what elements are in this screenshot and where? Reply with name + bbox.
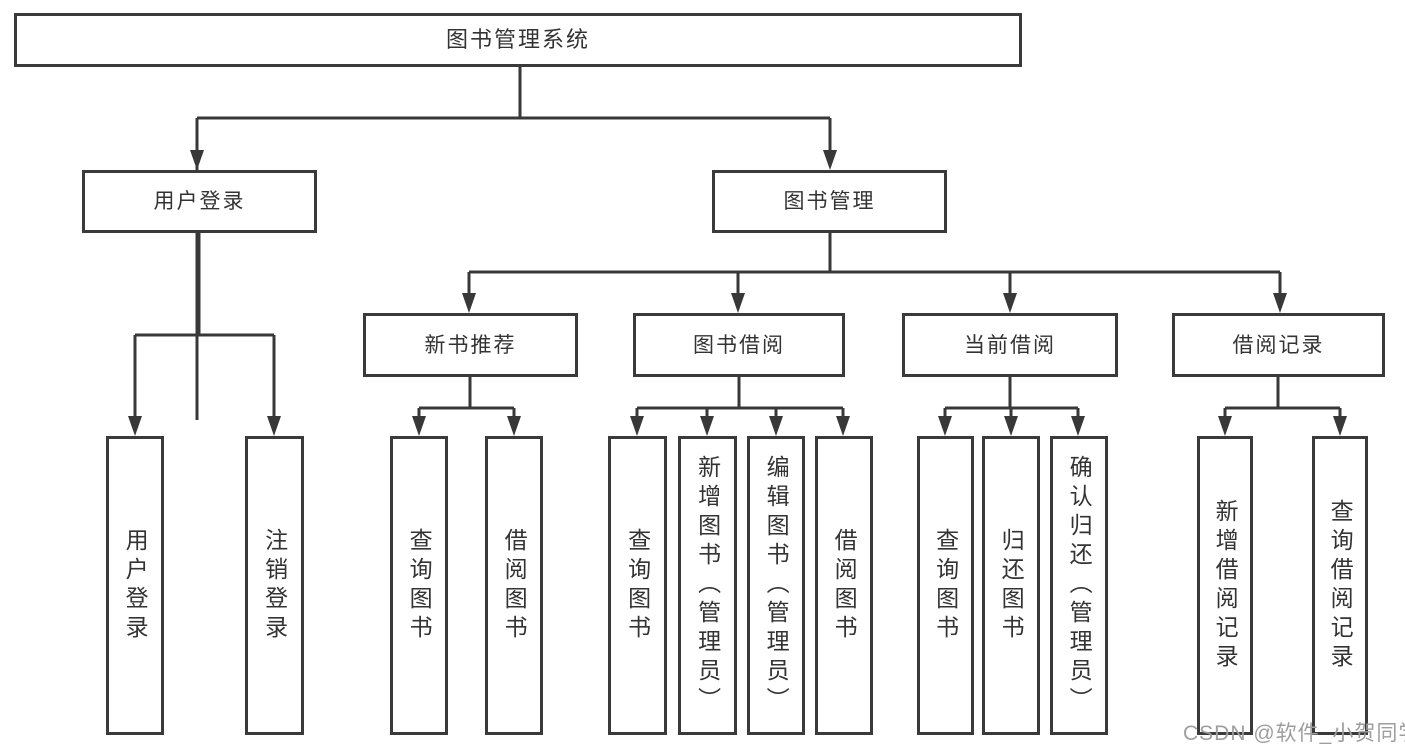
node-root-system: 图书管理系统 [14, 13, 1022, 67]
leaf-user-login: 用户登录 [106, 436, 164, 735]
leaf-recommend-query-book: 查询图书 [390, 436, 448, 735]
leaf-borrow-add-book-admin: 新增图书（管理员） [678, 436, 737, 735]
leaf-record-add-borrow-record: 新增借阅记录 [1197, 436, 1253, 735]
node-book-management: 图书管理 [712, 170, 947, 233]
node-label: 借阅图书 [831, 527, 858, 644]
node-label: 图书管理系统 [445, 27, 590, 52]
node-label: 借阅记录 [1232, 333, 1325, 357]
node-user-login: 用户登录 [82, 170, 317, 233]
leaf-record-query-borrow-record: 查询借阅记录 [1312, 436, 1368, 735]
node-new-book-recommend: 新书推荐 [363, 313, 578, 377]
node-label: 编辑图书（管理员） [763, 455, 790, 716]
connectors-book-borrow [630, 377, 850, 436]
leaf-recommend-borrow-book: 借阅图书 [485, 436, 543, 735]
leaf-borrow-borrow-book: 借阅图书 [815, 436, 873, 735]
connectors-user-login [128, 233, 281, 436]
node-label: 图书借阅 [693, 333, 785, 357]
leaf-current-query-book: 查询图书 [917, 436, 974, 735]
node-label: 新书推荐 [424, 333, 517, 357]
node-label: 查询图书 [624, 527, 651, 644]
node-label: 查询图书 [932, 527, 959, 644]
connectors-book-management [462, 233, 1287, 313]
node-label: 查询图书 [406, 527, 433, 644]
leaf-borrow-edit-book-admin: 编辑图书（管理员） [747, 436, 805, 735]
connectors-current-borrow [938, 377, 1085, 436]
node-label: 用户登录 [122, 527, 149, 644]
node-label: 查询借阅记录 [1327, 498, 1354, 673]
connectors-borrow-records [1218, 377, 1347, 436]
node-label: 用户登录 [153, 190, 246, 213]
connectors-new-book-recommend [412, 377, 521, 436]
leaf-current-confirm-return-admin: 确认归还（管理员） [1050, 436, 1108, 735]
leaf-borrow-query-book: 查询图书 [608, 436, 667, 735]
node-label: 图书管理 [783, 190, 876, 213]
node-label: 当前借阅 [964, 333, 1056, 357]
node-current-borrow: 当前借阅 [902, 313, 1118, 377]
node-label: 新增图书（管理员） [694, 455, 721, 716]
node-label: 借阅图书 [501, 527, 528, 644]
leaf-current-return-book: 归还图书 [982, 436, 1040, 735]
csdn-watermark: CSDN @软件_小贺同学 [1183, 722, 1405, 745]
node-borrow-records: 借阅记录 [1172, 313, 1385, 377]
node-book-borrow: 图书借阅 [633, 313, 845, 377]
node-label: 注销登录 [261, 527, 288, 644]
leaf-logout-login: 注销登录 [245, 436, 304, 735]
node-label: 归还图书 [998, 527, 1025, 644]
node-label: 确认归还（管理员） [1066, 455, 1093, 716]
node-label: 新增借阅记录 [1212, 498, 1239, 673]
